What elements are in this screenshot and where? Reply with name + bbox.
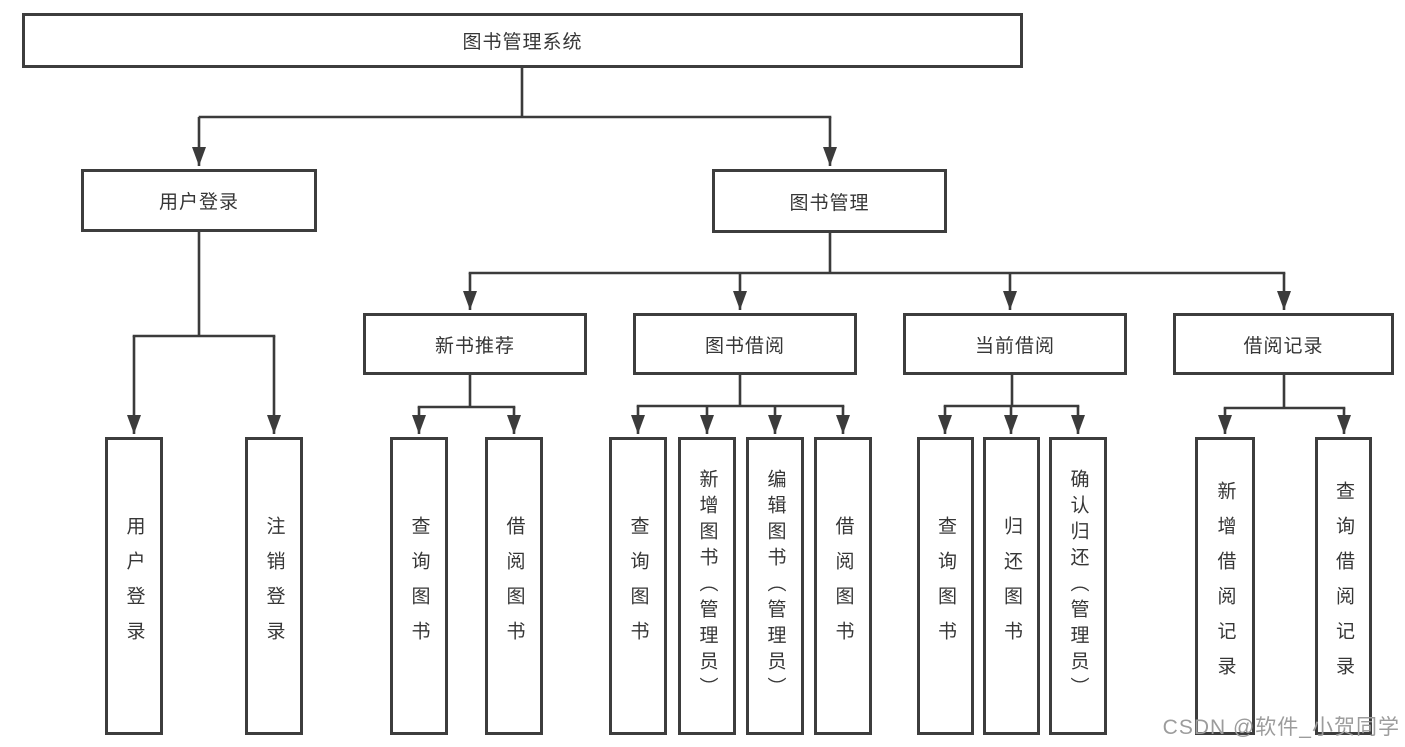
leaf-label: 借阅图书 — [503, 516, 525, 656]
leaf-label: 查询图书 — [408, 516, 430, 656]
leaf-query-books: 查询图书 — [609, 437, 667, 735]
leaf-add-books-admin: 新增图书（管理员） — [678, 437, 736, 735]
node-label: 图书管理 — [789, 192, 870, 214]
leaf-label: 新增借阅记录 — [1214, 481, 1236, 691]
leaf-borrow-books: 借阅图书 — [485, 437, 543, 735]
node-label: 当前借阅 — [974, 335, 1055, 357]
node-user-login: 用户登录 — [81, 169, 317, 232]
node-label: 借阅记录 — [1243, 335, 1324, 357]
leaf-edit-books-admin: 编辑图书（管理员） — [746, 437, 804, 735]
node-label: 图书借阅 — [704, 335, 785, 357]
leaf-label: 查询图书 — [627, 516, 649, 656]
leaf-label: 新增图书（管理员） — [696, 469, 718, 703]
leaf-user-login: 用户登录 — [105, 437, 163, 735]
leaf-label: 确认归还（管理员） — [1067, 469, 1089, 703]
leaf-return-books: 归还图书 — [983, 437, 1040, 735]
leaf-query-books: 查询图书 — [390, 437, 448, 735]
node-current-borrowing: 当前借阅 — [903, 313, 1127, 375]
csdn-watermark: CSDN @软件_小贺同学 — [1162, 716, 1400, 739]
leaf-query-borrow-record: 查询借阅记录 — [1315, 437, 1372, 735]
node-library-management-system: 图书管理系统 — [22, 13, 1023, 68]
node-book-management: 图书管理 — [712, 169, 947, 233]
leaf-label: 查询借阅记录 — [1333, 481, 1354, 691]
node-new-book-recommend: 新书推荐 — [363, 313, 587, 375]
leaf-label: 编辑图书（管理员） — [764, 469, 786, 703]
leaf-label: 用户登录 — [123, 516, 145, 656]
leaf-label: 归还图书 — [1001, 516, 1022, 656]
node-book-borrowing: 图书借阅 — [633, 313, 857, 375]
leaf-label: 借阅图书 — [832, 516, 854, 656]
leaf-add-borrow-record: 新增借阅记录 — [1195, 437, 1255, 735]
node-label: 用户登录 — [158, 192, 239, 213]
node-borrowing-records: 借阅记录 — [1173, 313, 1394, 375]
leaf-query-books: 查询图书 — [917, 437, 974, 735]
leaf-confirm-return-admin: 确认归还（管理员） — [1049, 437, 1107, 735]
leaf-label: 注销登录 — [263, 516, 285, 656]
leaf-label: 查询图书 — [935, 516, 956, 656]
leaf-logout: 注销登录 — [245, 437, 303, 735]
node-label: 图书管理系统 — [462, 32, 583, 53]
node-label: 新书推荐 — [434, 335, 515, 357]
leaf-borrow-books: 借阅图书 — [814, 437, 872, 735]
